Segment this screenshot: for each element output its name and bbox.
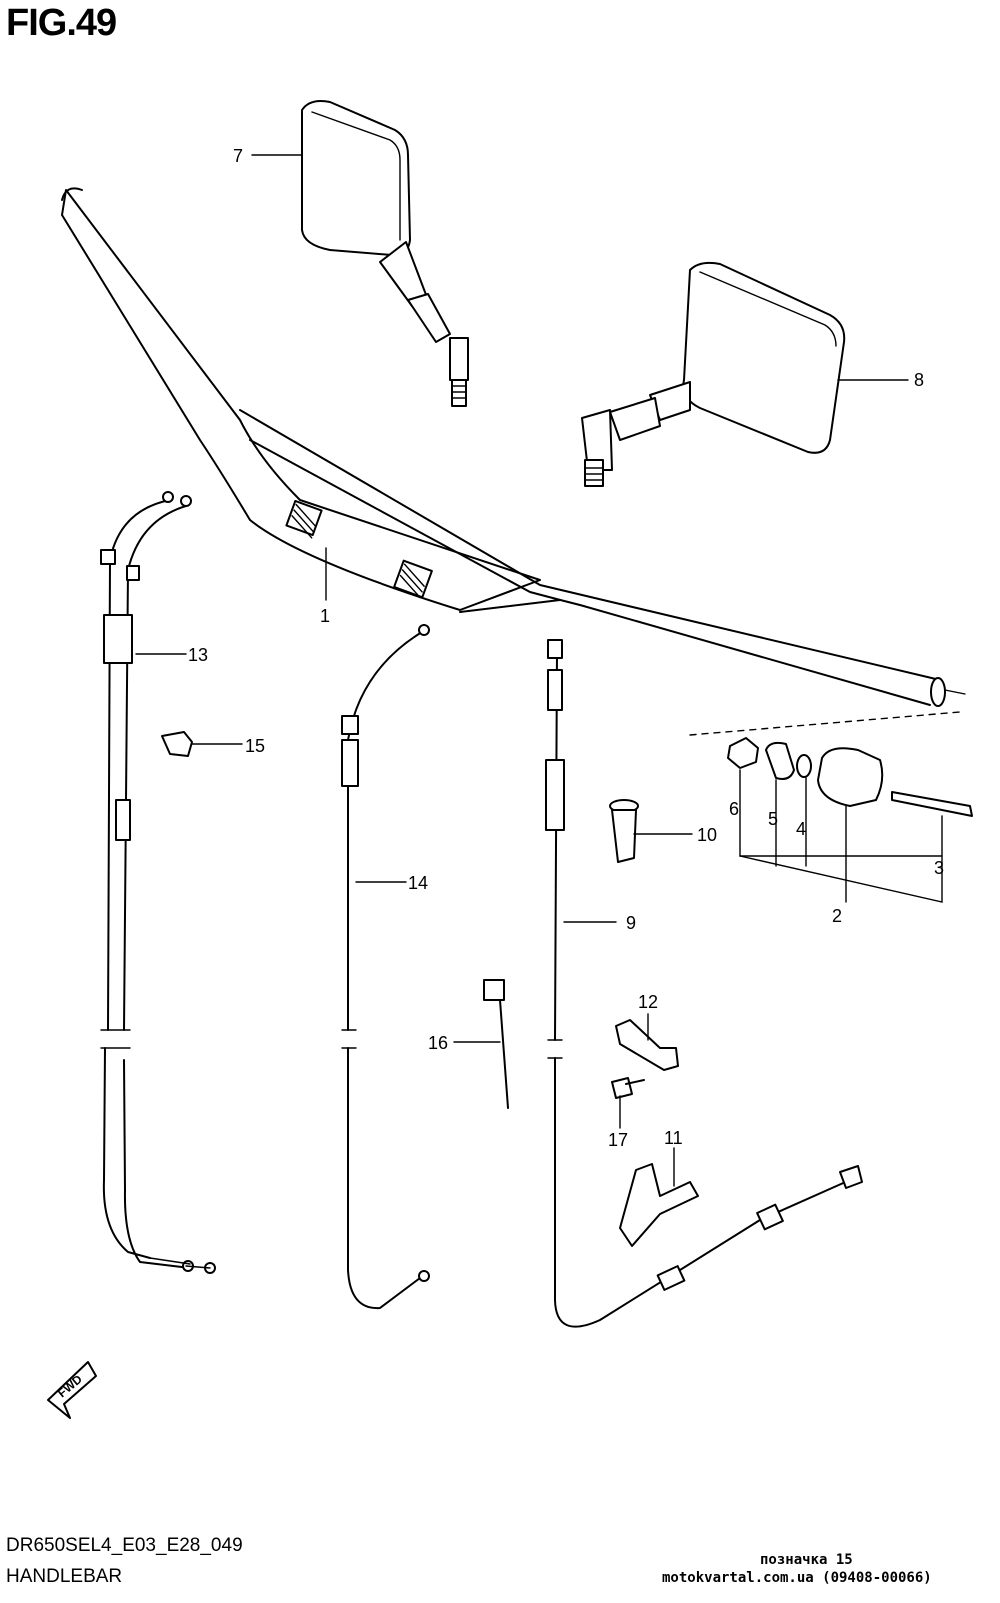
callout-5: 5 [768,809,778,829]
mirror-right-part[interactable] [581,261,846,487]
knurl-right [393,559,433,599]
callout-11: 11 [664,1128,683,1148]
callout-10: 10 [697,825,717,845]
section-name: HANDLEBAR [6,1566,123,1587]
bolt-part-17[interactable] [611,1077,645,1099]
knurl-left [285,499,323,539]
callout-14: 14 [408,873,428,893]
callout-9: 9 [626,913,636,933]
handlebar-part[interactable] [61,187,966,707]
model-code: DR650SEL4_E03_E28_049 [6,1535,243,1556]
callout-6: 6 [729,799,739,819]
callout-12: 12 [638,992,658,1012]
clutch-cable-part[interactable] [545,639,863,1328]
bracket-part-12[interactable] [615,1019,679,1071]
callout-16: 16 [428,1033,448,1053]
stamp-line-1: позначка 15 [760,1552,853,1568]
mirror-left-part[interactable] [301,100,469,407]
stamp-line-2: motokvartal.com.ua (09408-00066) [662,1570,932,1586]
callout-7: 7 [233,146,243,166]
throttle-cable-part[interactable] [100,491,216,1274]
leader-lines [135,154,909,1187]
callout-13: 13 [188,645,208,665]
callout-4: 4 [796,819,806,839]
callout-8: 8 [914,370,924,390]
clamp-part-15[interactable] [161,731,193,757]
callout-15: 15 [245,736,265,756]
fwd-arrow-icon: FWD [47,1361,97,1419]
cable-part-14[interactable] [341,624,430,1310]
bracket-part-11[interactable] [619,1163,699,1247]
callout-1: 1 [320,606,330,626]
grip-part[interactable] [609,799,639,863]
callout-2: 2 [832,906,842,926]
figure-title: FIG.49 [6,2,117,44]
callout-17: 17 [608,1130,628,1150]
strap-part[interactable] [483,979,509,1109]
bar-end-assembly[interactable] [689,711,973,903]
callout-3: 3 [934,858,944,878]
